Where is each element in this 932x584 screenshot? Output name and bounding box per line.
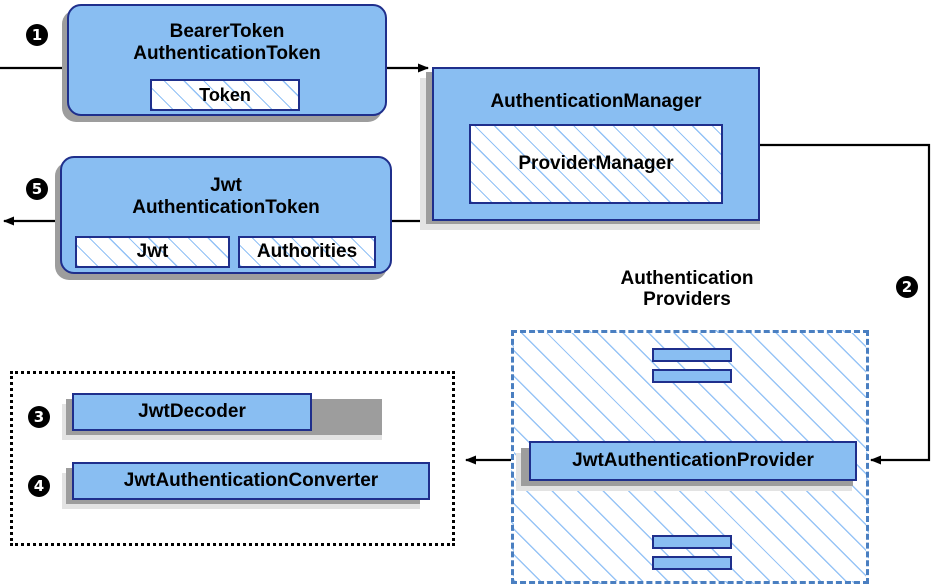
authentication-manager-title: AuthenticationManager [490, 91, 702, 112]
jwt-authentication-token-title-line1: Jwt [210, 175, 242, 197]
arrow-manager-to-provider [760, 143, 931, 465]
bearer-token-title-line1: BearerToken [169, 21, 285, 43]
bearer-token-title: BearerToken AuthenticationToken [133, 21, 321, 65]
provider-placeholder-bar-top-1 [652, 348, 732, 362]
step-bullet-3: 3 [28, 406, 50, 428]
bearer-token-node[interactable]: BearerToken AuthenticationToken [67, 4, 387, 116]
provider-placeholder-bar-bottom-1 [652, 535, 732, 549]
provider-manager-slot: ProviderManager [469, 124, 723, 204]
jwt-decoder-label: JwtDecoder [138, 401, 246, 422]
authentication-providers-label: Authentication Providers [578, 268, 796, 311]
jwt-token-slot-authorities: Authorities [238, 236, 376, 268]
jwt-authentication-provider-node[interactable]: JwtAuthenticationProvider [529, 441, 857, 481]
step-bullet-2: 2 [896, 276, 918, 298]
jwt-authentication-token-title: Jwt AuthenticationToken [132, 175, 320, 219]
jwt-token-slot-jwt: Jwt [75, 236, 230, 268]
provider-placeholder-bar-bottom-2 [652, 556, 732, 570]
step-bullet-4: 4 [28, 475, 50, 497]
step-bullet-1: 1 [26, 24, 48, 46]
bearer-token-title-line2: AuthenticationToken [133, 43, 321, 64]
step-bullet-5: 5 [26, 178, 48, 200]
jwt-authentication-provider-label: JwtAuthenticationProvider [572, 450, 814, 471]
bearer-token-slot: Token [150, 79, 300, 111]
jwt-authentication-token-title-line2: AuthenticationToken [132, 197, 320, 218]
authentication-providers-label-line2: Providers [643, 289, 731, 311]
jwt-authentication-converter-label: JwtAuthenticationConverter [123, 470, 379, 491]
jwt-decoder-node[interactable]: JwtDecoder [72, 393, 312, 431]
jwt-authentication-converter-node[interactable]: JwtAuthenticationConverter [72, 462, 430, 500]
provider-placeholder-bar-top-2 [652, 369, 732, 383]
authentication-providers-label-line1: Authentication [620, 268, 754, 289]
